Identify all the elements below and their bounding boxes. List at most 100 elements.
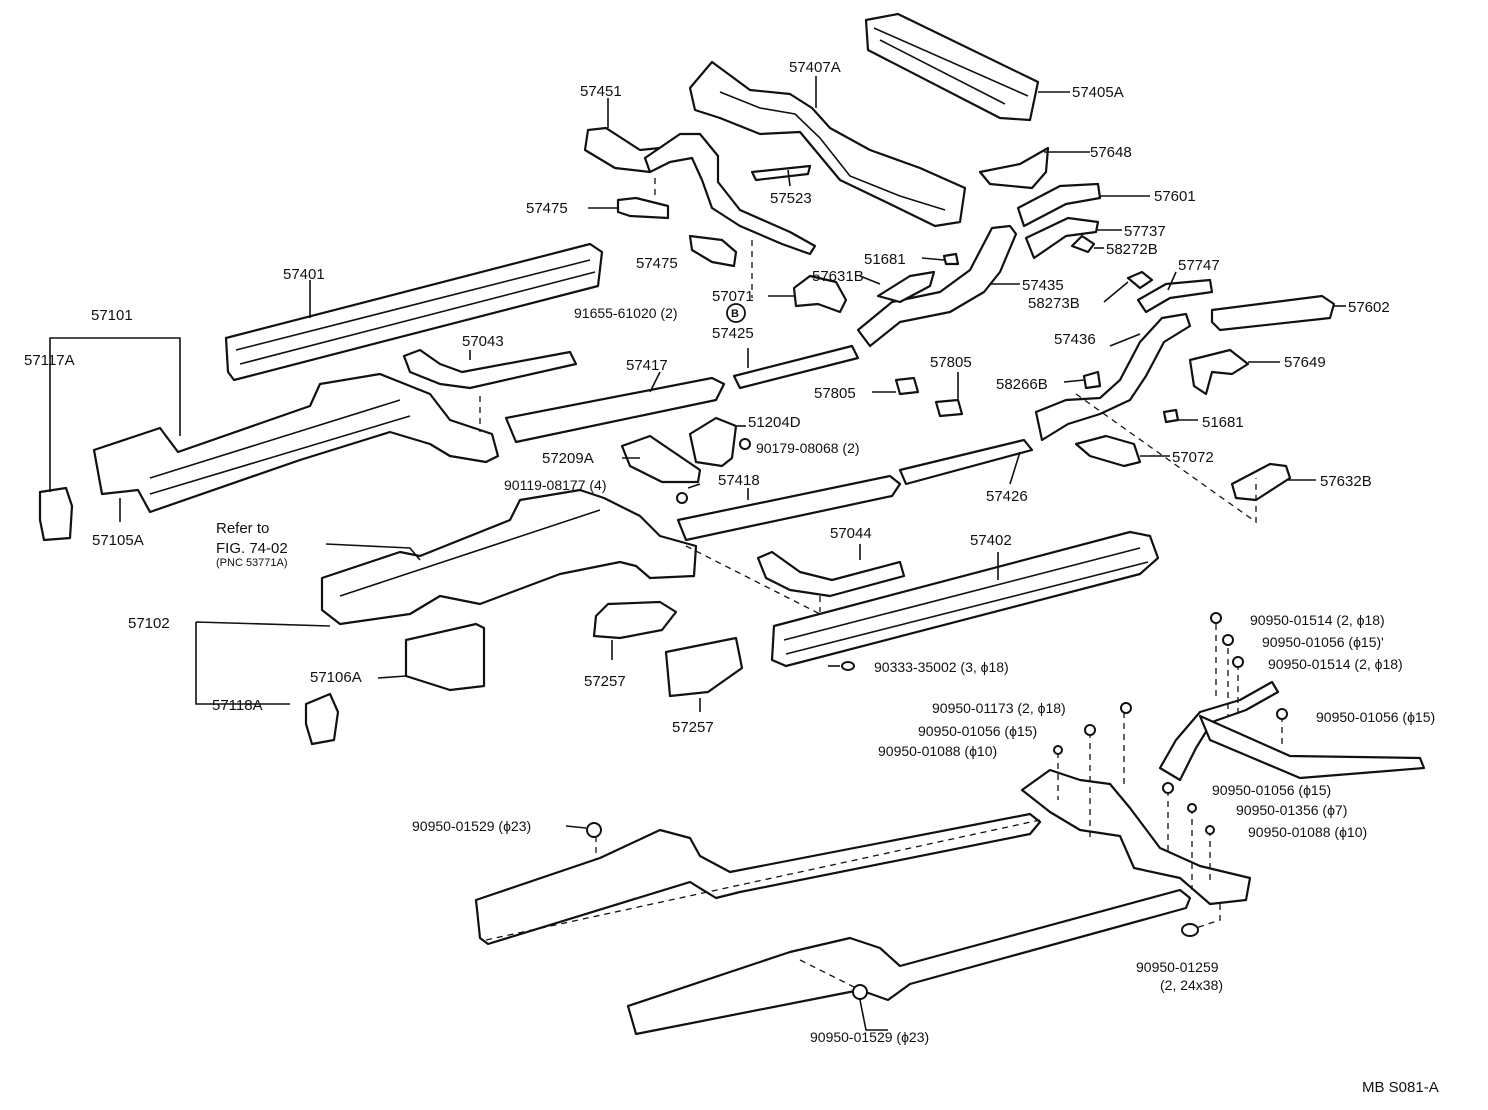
part-58272B xyxy=(1070,234,1096,254)
nut-icon xyxy=(739,438,751,450)
label-90950-01056-b: 90950-01056 (ϕ15) xyxy=(918,723,1037,739)
label-57118A: 57118A xyxy=(212,697,263,714)
part-57426 xyxy=(898,438,1034,486)
label-refer-fig: FIG. 74-02 xyxy=(216,540,288,557)
label-57747: 57747 xyxy=(1178,257,1220,274)
label-57631B: 57631B xyxy=(812,268,864,285)
label-90333-35002: 90333-35002 (3, ϕ18) xyxy=(874,659,1009,675)
label-90950-01259: 90950-01259 xyxy=(1136,959,1219,975)
part-57101 xyxy=(92,372,500,514)
part-57805a xyxy=(894,376,920,396)
plug-icon xyxy=(1276,708,1288,720)
label-58272B: 58272B xyxy=(1106,241,1158,258)
label-57106A: 57106A xyxy=(310,669,362,686)
part-57632B xyxy=(1230,462,1292,502)
label-90179-08068: 90179-08068 (2) xyxy=(756,440,860,456)
plug-icon xyxy=(1162,782,1174,794)
part-57805b xyxy=(934,398,964,418)
label-57044: 57044 xyxy=(830,525,872,542)
part-57106A xyxy=(404,622,486,692)
part-57417 xyxy=(504,376,726,444)
label-90119-08177: 90119-08177 (4) xyxy=(504,477,606,493)
part-57072 xyxy=(1074,434,1142,468)
part-57631B xyxy=(876,270,936,304)
label-57072: 57072 xyxy=(1172,449,1214,466)
part-shapes xyxy=(38,12,1426,1036)
label-57102: 57102 xyxy=(128,615,170,632)
label-91655-61020: 91655-61020 (2) xyxy=(574,305,678,321)
label-refer-pnc: (PNC 53771A) xyxy=(216,557,288,569)
label-57435: 57435 xyxy=(1022,277,1064,294)
part-57475-rail xyxy=(643,132,817,256)
part-57044 xyxy=(756,550,906,598)
part-57257b xyxy=(664,636,744,698)
lower-frame-left-rail xyxy=(474,812,1042,946)
part-57737 xyxy=(1024,216,1100,260)
bolt-b-letter: B xyxy=(731,308,739,320)
part-51681b xyxy=(1162,408,1180,424)
plug-icon xyxy=(1181,923,1199,937)
label-57632B: 57632B xyxy=(1320,473,1372,490)
label-57436: 57436 xyxy=(1054,331,1096,348)
part-57418 xyxy=(676,474,902,542)
figure-code: MB S081-A xyxy=(1362,1079,1439,1096)
label-57418: 57418 xyxy=(718,472,760,489)
label-90950-01529-b: 90950-01529 (ϕ23) xyxy=(810,1029,929,1045)
label-57475-a: 57475 xyxy=(526,200,568,217)
label-57425: 57425 xyxy=(712,325,754,342)
part-51681a xyxy=(942,252,960,266)
label-90950-01514-b: 90950-01514 (2, ϕ18) xyxy=(1268,656,1403,672)
label-90950-01356: 90950-01356 (ϕ7) xyxy=(1236,802,1347,818)
part-57475-a xyxy=(616,196,670,220)
part-57436 xyxy=(1034,312,1192,442)
plug-icon xyxy=(1187,803,1197,813)
labels: 57405A 57407A 57451 57648 57523 57601 57… xyxy=(24,59,1439,1096)
label-57209A: 57209A xyxy=(542,450,594,467)
plug-icon xyxy=(841,661,855,671)
leader-lines xyxy=(49,76,1346,1031)
plug-icon xyxy=(1210,612,1222,624)
part-57601 xyxy=(1016,182,1102,228)
part-57402 xyxy=(770,530,1160,668)
part-57102 xyxy=(320,488,698,626)
label-57417: 57417 xyxy=(626,357,668,374)
label-51681-b: 51681 xyxy=(1202,414,1244,431)
label-58266B: 58266B xyxy=(996,376,1048,393)
part-57257a xyxy=(592,600,678,640)
part-57405A xyxy=(864,12,1040,122)
label-57043: 57043 xyxy=(462,333,504,350)
label-57117A: 57117A xyxy=(24,352,75,369)
lower-frame-kickup xyxy=(1158,680,1280,782)
lower-frame-crossmember xyxy=(1020,768,1252,906)
part-57043 xyxy=(402,348,578,390)
part-57602 xyxy=(1210,294,1336,332)
part-57425 xyxy=(732,344,860,390)
label-90950-01056-d: 90950-01056 (ϕ15) xyxy=(1212,782,1331,798)
lower-frame-right-rail xyxy=(626,888,1192,1036)
label-57737: 57737 xyxy=(1124,223,1166,240)
label-90950-01529-a: 90950-01529 (ϕ23) xyxy=(412,818,531,834)
plug-icon xyxy=(1222,634,1234,646)
label-57105A: 57105A xyxy=(92,532,144,549)
part-57475-b xyxy=(688,234,738,268)
label-57649: 57649 xyxy=(1284,354,1326,371)
label-57401: 57401 xyxy=(283,266,325,283)
label-90950-01056-c: 90950-01056 (ϕ15) xyxy=(1316,709,1435,725)
fasteners xyxy=(586,303,1288,1000)
label-57451: 57451 xyxy=(580,83,622,100)
plug-icon xyxy=(1205,825,1215,835)
part-57435 xyxy=(856,224,1018,348)
part-57648 xyxy=(978,146,1050,190)
part-57407A xyxy=(688,60,967,228)
label-90950-01088-b: 90950-01088 (ϕ10) xyxy=(1248,824,1367,840)
label-57426: 57426 xyxy=(986,488,1028,505)
plug-icon xyxy=(586,822,602,838)
part-58266B xyxy=(1082,370,1102,390)
label-57805-b: 57805 xyxy=(814,385,856,402)
label-57101: 57101 xyxy=(91,307,133,324)
label-57601: 57601 xyxy=(1154,188,1196,205)
plug-icon xyxy=(1232,656,1244,668)
plug-icon xyxy=(1084,724,1096,736)
part-57209A xyxy=(620,434,702,484)
